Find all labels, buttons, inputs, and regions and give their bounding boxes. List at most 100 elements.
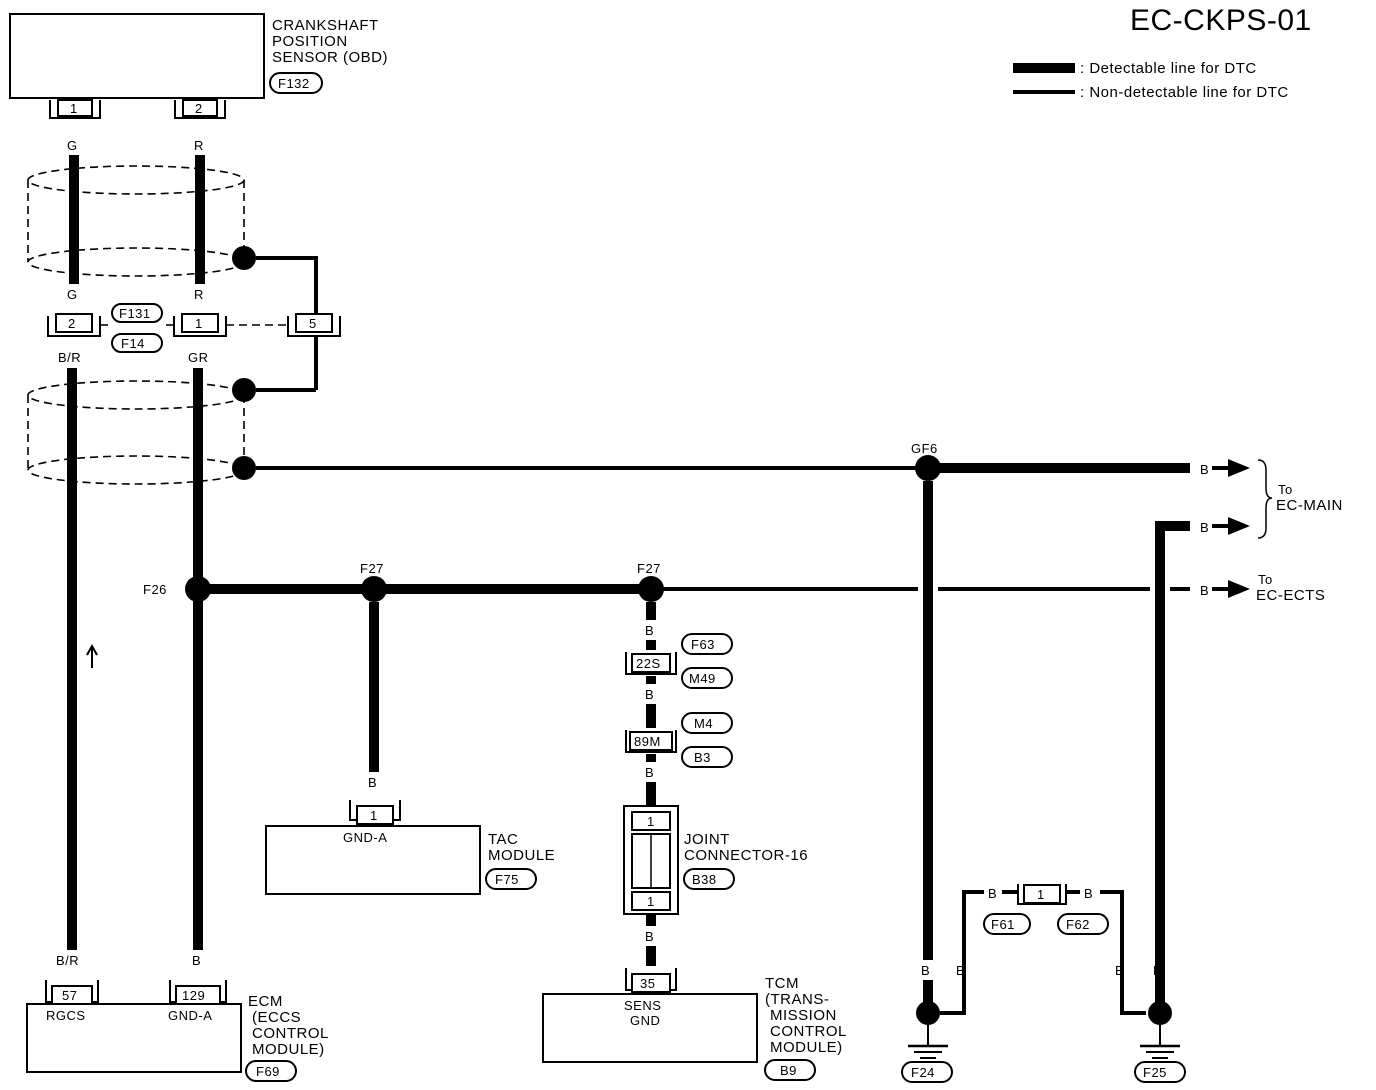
- legend-detectable-text: : Detectable line for DTC: [1080, 60, 1257, 77]
- connector-tag-b3: [681, 746, 733, 768]
- wire-color-b-tac: B: [368, 775, 377, 790]
- wire-color-b-1: B: [645, 623, 654, 638]
- ground-tag-f24: [901, 1061, 953, 1083]
- wire-color-br-bottom: B/R: [56, 953, 79, 968]
- wire-color-r-top: R: [194, 138, 204, 153]
- connector-id-m4: M4: [694, 716, 713, 731]
- tcm-terminal-line2: GND: [630, 1013, 660, 1028]
- wire-color-g-top: G: [67, 138, 78, 153]
- inline-pin-2-box: [55, 313, 93, 333]
- wire-color-r-bottom: R: [194, 287, 204, 302]
- to-ects-line1: To: [1258, 572, 1273, 587]
- joint-pin-top-box: [631, 811, 671, 831]
- wire-color-b-ecm: B: [192, 953, 201, 968]
- tcm-name-line3: MISSION: [770, 1007, 837, 1024]
- splice-f27: [361, 576, 387, 602]
- tac-pin: 1: [370, 808, 378, 823]
- inline-pin-f61: 1: [1037, 887, 1045, 902]
- shield-upper: [27, 165, 245, 277]
- wire-color-b-ects: B: [1200, 583, 1209, 598]
- splice-label-f27b: F27: [637, 561, 661, 576]
- to-main-line1: To: [1278, 482, 1293, 497]
- wire-f24-link: [940, 890, 984, 1015]
- ecm-pin-57: 57: [62, 988, 77, 1003]
- tcm-pin: 35: [640, 976, 655, 991]
- arrow-right-icon: [1228, 580, 1250, 598]
- ecm-name-line2: (ECCS: [252, 1009, 301, 1026]
- connector-tag-f132: [269, 72, 323, 94]
- legend: : Detectable line for DTC : Non-detectab…: [1013, 60, 1289, 101]
- connector-id-f132: F132: [278, 76, 310, 91]
- connector-tag-f14: [111, 333, 163, 353]
- splice-label-gf6: GF6: [911, 441, 938, 456]
- to-main-line2: EC-MAIN: [1276, 497, 1343, 514]
- connector-id-f69: F69: [256, 1064, 280, 1079]
- arrow-right-icon: [1228, 459, 1250, 477]
- crankshaft-name-line1: CRANKSHAFT: [272, 17, 379, 34]
- wire-color-g-bottom: G: [67, 287, 78, 302]
- ecm-name-line3: CONTROL: [252, 1025, 329, 1042]
- wire-f25-link: [1100, 890, 1146, 1015]
- wire-color-b-2: B: [645, 687, 654, 702]
- splice-label-f27a: F27: [360, 561, 384, 576]
- connector-tag-f62: [1057, 913, 1109, 935]
- inline-pin-5-box: [295, 313, 333, 333]
- wire-color-b-f62: B: [1084, 886, 1093, 901]
- inline-connector-f131-f14: 2 1 5 F131 F14: [47, 303, 341, 353]
- wire-color-b-f24b: B: [956, 963, 965, 978]
- connector-tag-m4: [681, 712, 733, 734]
- arrow-right-icon: [1228, 517, 1250, 535]
- pin-1-box: [57, 99, 93, 117]
- shield-drain-dot: [232, 378, 256, 402]
- connector-id-b9: B9: [780, 1063, 797, 1078]
- splice-f27: [638, 576, 664, 602]
- connector-tag-f61: [983, 913, 1031, 935]
- wire-color-br-top: B/R: [58, 350, 81, 365]
- crankshaft-sensor: CRANKSHAFT POSITION SENSOR (OBD) F132 1 …: [9, 13, 388, 119]
- splice-label-f26: F26: [143, 582, 167, 597]
- connector-id-f14: F14: [121, 336, 145, 351]
- pin-2-label: 2: [195, 101, 203, 116]
- connector-tag-m49: [681, 667, 733, 689]
- connector-tag-f63: [681, 633, 733, 655]
- ecm-terminal-gnd: GND-A: [168, 1008, 212, 1023]
- tac-pin-box: [356, 805, 394, 825]
- to-ects-line2: EC-ECTS: [1256, 587, 1325, 604]
- wire-color-b-4: B: [645, 929, 654, 944]
- ecm-pin-129: 129: [182, 988, 205, 1003]
- splice-gf6: [915, 455, 941, 481]
- ecm-box: [26, 1003, 242, 1073]
- shield-drain-wire: [256, 256, 318, 316]
- tcm-name-line2: (TRANS-: [765, 991, 829, 1008]
- signal-arrow-icon: [86, 643, 98, 668]
- joint-pin-bottom-box: [631, 891, 671, 911]
- ground-tag-f25: [1134, 1061, 1186, 1083]
- connector-tag-f69: [245, 1060, 297, 1082]
- ground-id-f25: F25: [1143, 1065, 1167, 1080]
- inline-pin-89m-box: [629, 731, 673, 751]
- connector-id-f63: F63: [691, 637, 715, 652]
- wire-f25-to-main: [1155, 521, 1190, 1010]
- inline-pin-22s-box: [631, 653, 671, 673]
- ground-point: [916, 1001, 940, 1025]
- wire-color-b-f25b: B: [1153, 963, 1162, 978]
- joint-pin-top: 1: [647, 814, 655, 829]
- shield-drain-dot: [232, 246, 256, 270]
- legend-non-detectable-text: : Non-detectable line for DTC: [1080, 84, 1289, 101]
- wire-color-b-main1: B: [1200, 462, 1209, 477]
- tac-module-box: [265, 825, 481, 895]
- tac-name-line1: TAC: [488, 831, 518, 848]
- bracket: [1257, 459, 1273, 539]
- connector-id-f131: F131: [119, 306, 151, 321]
- connector-id-b3: B3: [694, 750, 711, 765]
- wire-color-b-f24a: B: [921, 963, 930, 978]
- tcm-name-line1: TCM: [765, 975, 799, 992]
- joint-name-line1: JOINT: [684, 831, 730, 848]
- connector-id-m49: M49: [689, 671, 716, 686]
- tcm-name-line4: CONTROL: [770, 1023, 847, 1040]
- inline-pin-89m: 89M: [634, 734, 661, 749]
- inline-pin-22s: 22S: [636, 656, 661, 671]
- joint-connector: 1 1: [623, 805, 679, 915]
- crankshaft-name-line2: POSITION: [272, 33, 348, 50]
- wire-color-b-main2: B: [1200, 520, 1209, 535]
